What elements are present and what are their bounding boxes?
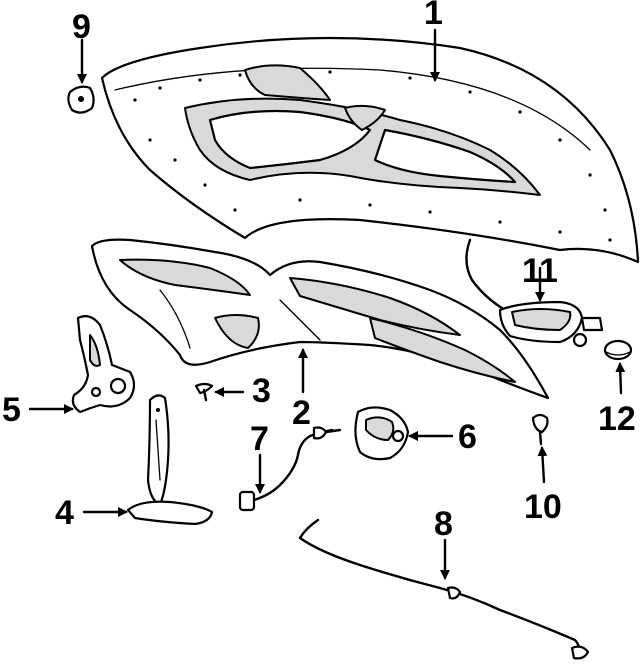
hood-support xyxy=(126,394,214,526)
hood-bumper xyxy=(67,85,95,114)
hood-lamp xyxy=(465,238,604,348)
insulator-clip xyxy=(194,382,214,402)
hood-panel xyxy=(100,36,640,264)
leader-lines xyxy=(28,28,626,580)
callout-10: 10 xyxy=(524,488,562,526)
callout-9: 9 xyxy=(72,8,91,46)
hood-hinge xyxy=(71,315,136,414)
callout-7: 7 xyxy=(250,420,269,458)
release-cable xyxy=(238,426,342,512)
hood-plug xyxy=(603,339,633,361)
callout-2: 2 xyxy=(292,394,311,432)
mounting-bolt xyxy=(531,413,549,446)
callout-3: 3 xyxy=(252,372,271,410)
hood-insulator xyxy=(90,238,550,400)
callout-8: 8 xyxy=(434,505,453,543)
callout-11: 11 xyxy=(522,252,558,290)
callout-4: 4 xyxy=(55,494,74,532)
callout-5: 5 xyxy=(2,391,21,429)
hood-latch xyxy=(354,406,410,461)
callout-1: 1 xyxy=(424,0,443,32)
release-rod xyxy=(298,518,590,660)
callout-12: 12 xyxy=(598,400,636,438)
callout-6: 6 xyxy=(458,418,477,456)
